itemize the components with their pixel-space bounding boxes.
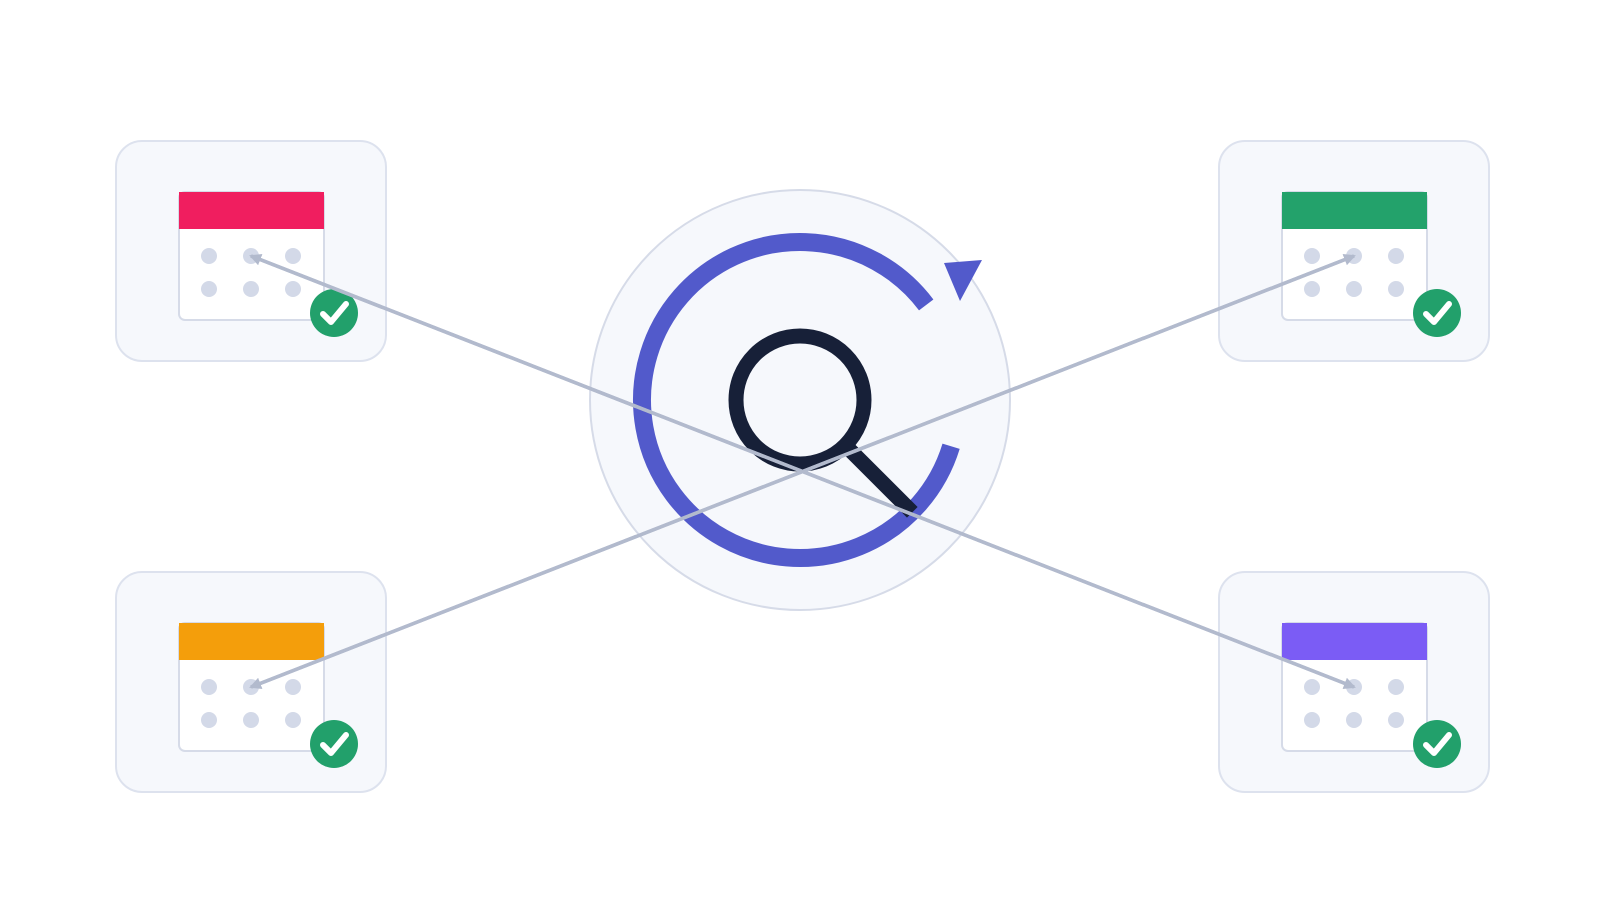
check-mark-icon — [320, 732, 349, 756]
calendar-icon — [178, 191, 325, 321]
sync-connector-top-left-to-bottom-right — [250, 254, 1356, 689]
check-badge-circle — [1413, 720, 1461, 768]
calendar-day-dot — [243, 712, 259, 728]
sync-arrowhead-icon — [944, 260, 982, 301]
calendar-day-dot — [285, 712, 301, 728]
calendar-day-dot — [1388, 712, 1404, 728]
calendar-day-dot — [285, 281, 301, 297]
calendar-header — [179, 623, 324, 660]
calendar-cards — [115, 140, 1490, 793]
calendar-day-dot — [1304, 679, 1320, 695]
calendar-day-dot — [1388, 679, 1404, 695]
sync-connectors — [249, 254, 1356, 689]
calendar-card-top-left — [115, 140, 387, 362]
calendar-day-dot — [1346, 712, 1362, 728]
calendar-day-dot — [1346, 281, 1362, 297]
check-badge-circle — [1413, 289, 1461, 337]
calendar-day-dot — [1388, 248, 1404, 264]
calendar-day-dot — [201, 712, 217, 728]
calendar-day-dot — [1304, 248, 1320, 264]
central-hub — [589, 189, 1011, 611]
calendar-day-dot — [1388, 281, 1404, 297]
check-badge-circle — [310, 720, 358, 768]
calendar-card-bottom-right — [1218, 571, 1490, 793]
check-mark-icon — [1423, 301, 1452, 325]
calendar-card-top-right — [1218, 140, 1490, 362]
calendar-day-dot — [1304, 712, 1320, 728]
calendar-icon — [1281, 622, 1428, 752]
check-badge-icon — [310, 289, 358, 337]
magnifier-lens — [728, 328, 872, 472]
calendar-header — [1282, 192, 1427, 229]
check-badge-icon — [310, 720, 358, 768]
calendar-header — [179, 192, 324, 229]
check-badge-icon — [1413, 720, 1461, 768]
magnifier-handle — [837, 437, 918, 518]
check-mark-icon — [1423, 732, 1452, 756]
sync-arc — [633, 232, 960, 567]
search-icon — [728, 328, 918, 518]
check-badge-icon — [1413, 289, 1461, 337]
calendar-card-bottom-left — [115, 571, 387, 793]
calendar-day-dot — [201, 248, 217, 264]
calendar-header — [1282, 623, 1427, 660]
calendar-day-dot — [285, 679, 301, 695]
hub-background — [589, 189, 1011, 611]
calendar-day-dot — [201, 679, 217, 695]
check-mark-icon — [320, 301, 349, 325]
calendar-day-dot — [285, 248, 301, 264]
calendar-day-dot — [201, 281, 217, 297]
calendar-icon — [1281, 191, 1428, 321]
calendar-day-dot — [243, 281, 259, 297]
calendar-day-dot — [1304, 281, 1320, 297]
